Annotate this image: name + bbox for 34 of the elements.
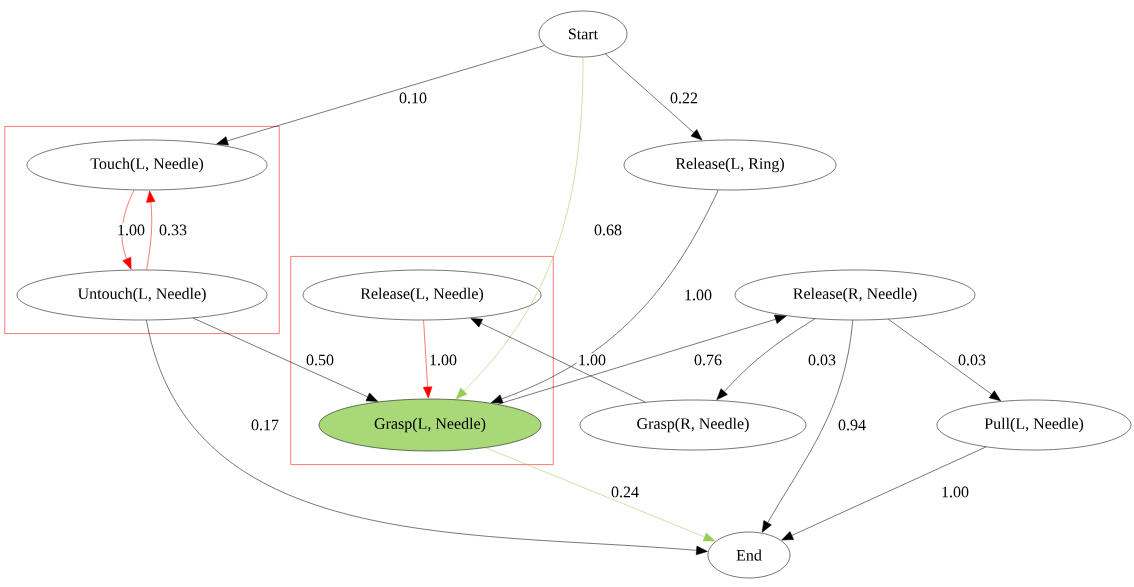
edge-label: 1.00 xyxy=(682,288,714,302)
edge-label: 1.00 xyxy=(576,353,608,367)
arrow xyxy=(121,189,135,270)
edge-label: 0.24 xyxy=(609,485,641,499)
edge-label: 1.00 xyxy=(427,353,459,367)
arrow xyxy=(485,447,716,542)
arrow xyxy=(455,57,584,400)
arrow xyxy=(216,45,545,146)
arrow xyxy=(470,318,646,403)
edge-label: 0.76 xyxy=(692,353,724,367)
edge-label: 0.22 xyxy=(668,91,700,105)
edge-label: 0.33 xyxy=(157,223,189,237)
edge-label: 0.50 xyxy=(304,353,336,367)
edge-label: 0.10 xyxy=(397,91,429,105)
arrow xyxy=(761,320,854,533)
edge-label: 0.94 xyxy=(836,418,868,432)
arrow xyxy=(490,189,719,404)
arrow xyxy=(716,318,816,400)
arrow xyxy=(192,317,379,402)
edge-label: 1.00 xyxy=(939,485,971,499)
arrow xyxy=(888,319,1001,402)
arrow xyxy=(605,53,703,141)
edge-label: 1.00 xyxy=(115,223,147,237)
arrow xyxy=(497,314,787,405)
arrow xyxy=(423,320,433,399)
arrow xyxy=(146,190,156,271)
edge-label: 0.03 xyxy=(956,353,988,367)
cluster-frame xyxy=(4,126,280,334)
edge-label: 0.17 xyxy=(249,418,281,432)
edge-label: 0.68 xyxy=(592,223,624,237)
edge-label: 0.03 xyxy=(806,353,838,367)
cluster-frame xyxy=(290,256,554,465)
arrow xyxy=(146,320,708,555)
arrow xyxy=(781,446,987,541)
